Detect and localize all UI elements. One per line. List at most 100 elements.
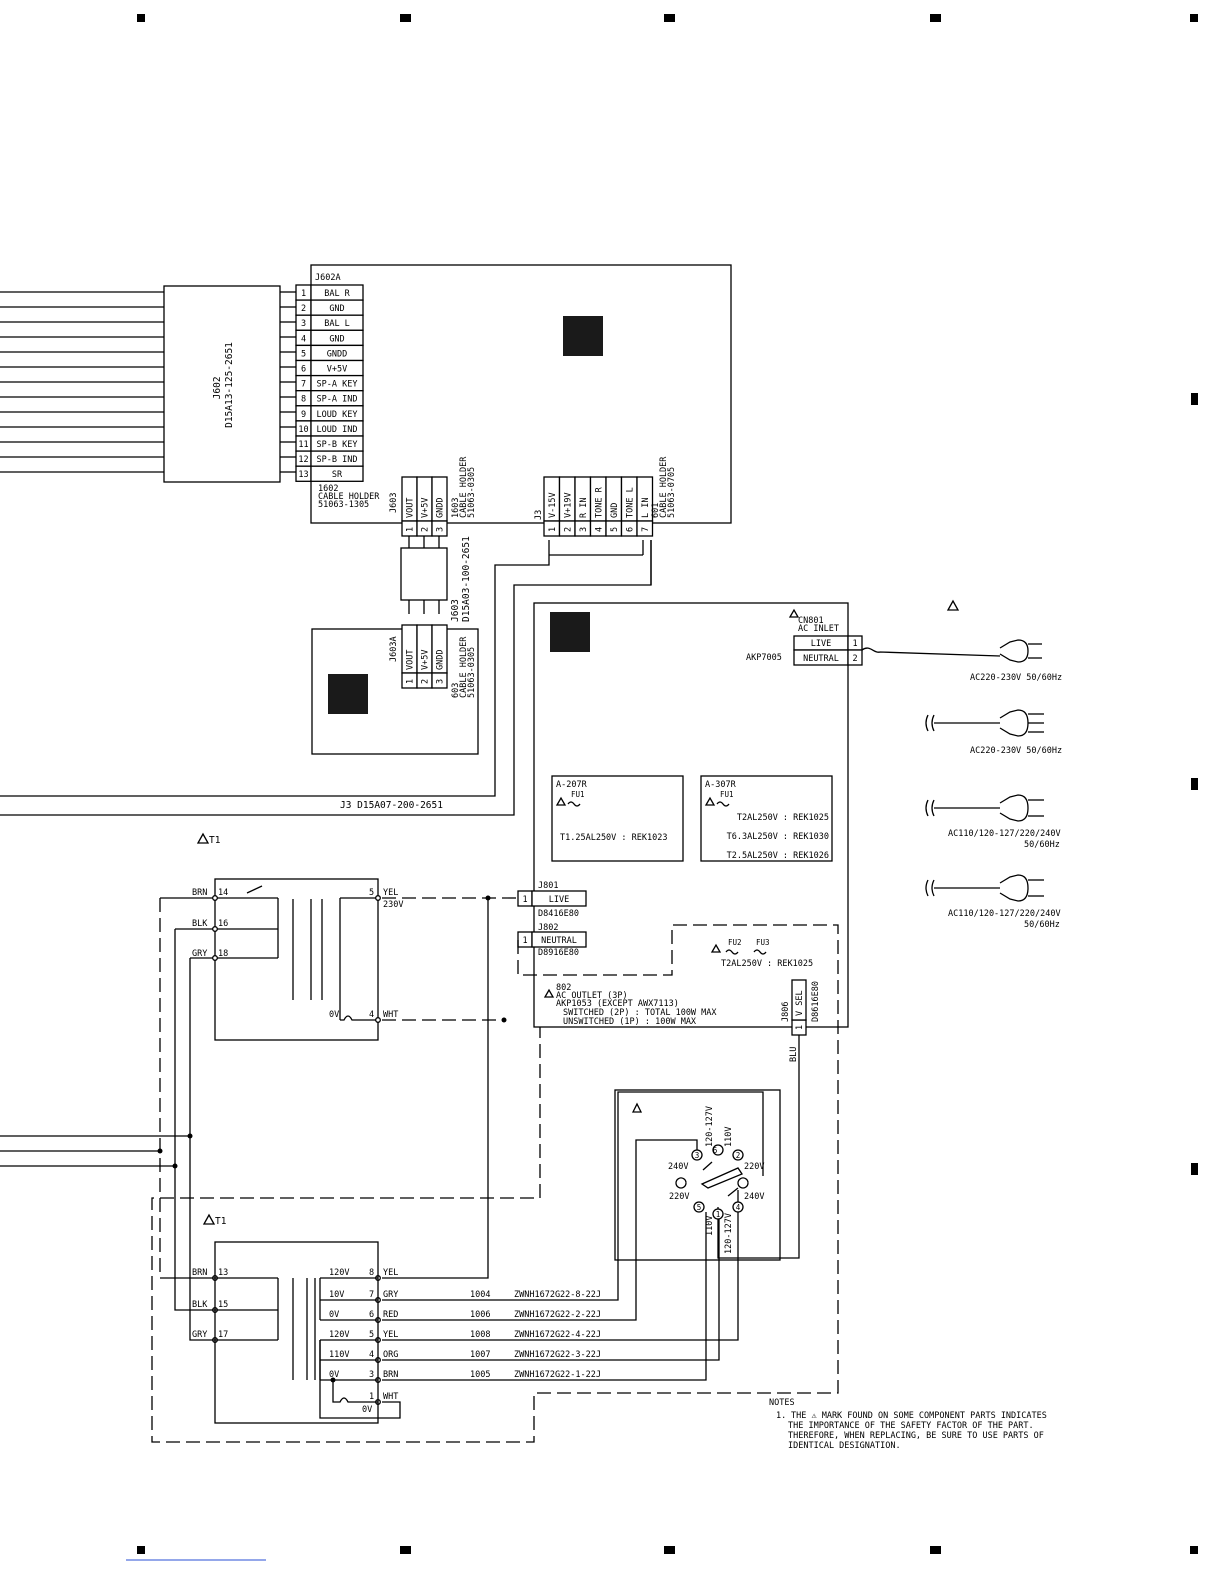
j602a-pin-label: SR: [332, 470, 343, 480]
t1-lower-tap-color: BRN: [383, 1370, 398, 1380]
t1-lower-tap-terminal: [375, 1297, 381, 1303]
j602a-pin-label: SP-B IND: [317, 455, 358, 465]
pcb-power-marker: [550, 612, 590, 652]
j603a-pin-label: VOUT: [406, 650, 416, 670]
j806-wire-color: BLU: [789, 1047, 799, 1062]
pcb-panel-marker: [563, 316, 603, 356]
t1-lower-title: T1: [215, 1216, 227, 1227]
j3-pin-label: V-15V: [548, 492, 558, 518]
connector-j602a-title: J602A: [315, 273, 341, 283]
j806-wire: [717, 1035, 800, 1259]
t1-lower-tap-ref: 1005: [470, 1370, 490, 1380]
j603a-pin-number: 2: [421, 679, 431, 684]
voltage-selector: [675, 1144, 749, 1220]
t1-lower-tap-voltage: 0V: [329, 1310, 339, 1320]
j602a-pin-number: 11: [298, 440, 308, 450]
t1-lower-tap-pin: 6: [369, 1310, 374, 1320]
fuse-fu3-label: FU3: [756, 938, 770, 947]
inlet-caution-icon: [788, 608, 800, 618]
cable-j603-wires: [408, 536, 440, 614]
j602a-pin-label: GND: [329, 304, 344, 314]
t1-upper-gry-pin: 18: [218, 949, 228, 959]
connector-j603a-holder: 603 CABLE HOLDER 51063-0305: [451, 631, 477, 698]
t1-upper-blk-color: BLK: [192, 919, 208, 929]
vsel-240-left: 240V: [668, 1162, 688, 1172]
j602a-pin-number: 4: [301, 334, 306, 344]
j806-pin-box: [791, 979, 807, 1021]
j602a-pin-number: 3: [301, 319, 306, 329]
j602a-pin-label: SP-B KEY: [317, 440, 358, 450]
j806-pin-number: 1: [795, 1025, 805, 1030]
j602a-pin-number: 10: [298, 425, 308, 435]
j806-part: D8616E80: [811, 981, 821, 1022]
fuse-a207r-fuse-label: FU1: [571, 790, 585, 799]
t1-lower-tap-part: ZWNH1672G22-8-22J: [514, 1290, 601, 1300]
t1-lower-tap-voltage: 0V: [329, 1370, 339, 1380]
j3-pin-label: R IN: [579, 498, 589, 518]
j602a-pin-label: GNDD: [327, 349, 347, 359]
t1-upper-yel-color: YEL: [383, 888, 398, 898]
t1-lower-primary-terminal: [212, 1307, 218, 1313]
t1-upper-terminals: [212, 895, 381, 1023]
fuse-a307r-row-2: T6.3AL250V : REK1030: [727, 832, 829, 842]
t1-lower-body: [214, 1241, 379, 1424]
fuse-a307r-row-1: T2AL250V : REK1025: [737, 813, 829, 823]
j602a-pin-box: [310, 465, 364, 482]
inlet-pin-live-label: LIVE: [811, 639, 831, 649]
fuse-a207r-caution-icon: [555, 796, 567, 806]
dashed-wiring: [151, 897, 839, 1443]
t1-lower-tap-ref: 1004: [470, 1290, 490, 1300]
connector-j3-title: J3: [534, 510, 544, 520]
fu2-fu3-symbol-icon: [725, 949, 767, 955]
registration-marks: [126, 14, 1198, 1561]
t1-upper-gry-color: GRY: [192, 949, 207, 959]
vsel-220-left: 220V: [669, 1192, 689, 1202]
j801-part: D8416E80: [538, 909, 579, 919]
pcb-power-outline: [533, 602, 849, 1028]
fuse-fu2-label: FU2: [728, 938, 742, 947]
vsel-pin-5: 5: [697, 1203, 702, 1212]
fuse-a307r-fuse-label: FU1: [720, 790, 734, 799]
t1-lower-tap-part: ZWNH1672G22-3-22J: [514, 1350, 601, 1360]
t1-upper-title: T1: [209, 835, 221, 846]
j801-pin-box: [531, 890, 587, 907]
outlet-label: 802 AC OUTLET (3P) AKP1053 (EXCEPT AWX71…: [556, 983, 722, 1027]
t1-lower-tap-terminal: [375, 1275, 381, 1281]
fu2-fu3-rating: T2AL250V : REK1025: [721, 959, 813, 969]
t1-lower-tap-part: ZWNH1672G22-1-22J: [514, 1370, 601, 1380]
fuse-box-a207r-title: A-207R: [556, 780, 588, 790]
inlet-label: CN801 AC INLET: [798, 616, 839, 634]
j802-pin-number: 1: [522, 936, 527, 946]
j602a-pin-label: SP-A KEY: [317, 380, 358, 390]
fuse-a207r-symbol-icon: [567, 801, 581, 807]
vsel-240-right: 240V: [744, 1192, 764, 1202]
inlet-part: AKP7005: [746, 653, 782, 663]
fuse-a307r-symbol-icon: [716, 801, 730, 807]
t1-lower-tap-pin: 5: [369, 1330, 374, 1340]
t1-lower-tap-color: RED: [383, 1310, 398, 1320]
t1-lower-tap-pin: 3: [369, 1370, 374, 1380]
j602a-pin-number: 12: [298, 455, 308, 465]
j602a-pin-label: GND: [329, 334, 344, 344]
t1-upper-brn-color: BRN: [192, 888, 207, 898]
j801-title: J801: [538, 881, 558, 891]
pcb-display-marker: [328, 674, 368, 714]
t1-lower-tap-color: YEL: [383, 1330, 398, 1340]
j3-pin-number: 2: [563, 527, 573, 532]
t1-lower-tap-voltage: 120V: [329, 1330, 349, 1340]
j3-pin-number: 6: [625, 527, 635, 532]
j602a-pin-label: LOUD KEY: [317, 410, 358, 420]
j801-pin-number: 1: [522, 895, 527, 905]
t1-lower-tap-part: ZWNH1672G22-4-22J: [514, 1330, 601, 1340]
j603-pin-number: 3: [436, 527, 446, 532]
j802-pin-label: NEUTRAL: [541, 936, 577, 946]
j3-pin-num-box: [636, 520, 654, 537]
t1-lower-primary-pin: 15: [218, 1300, 228, 1310]
j801-pin-label: LIVE: [549, 895, 569, 905]
vsel-pin-3: 3: [695, 1151, 700, 1160]
connector-j3-holder: 601 CABLE HOLDER 51063-0705: [651, 451, 677, 518]
j602a-pin-label: BAL L: [324, 319, 350, 329]
t1-lower-primary-terminal: [212, 1275, 218, 1281]
j602a-pin-number: 13: [298, 470, 308, 480]
